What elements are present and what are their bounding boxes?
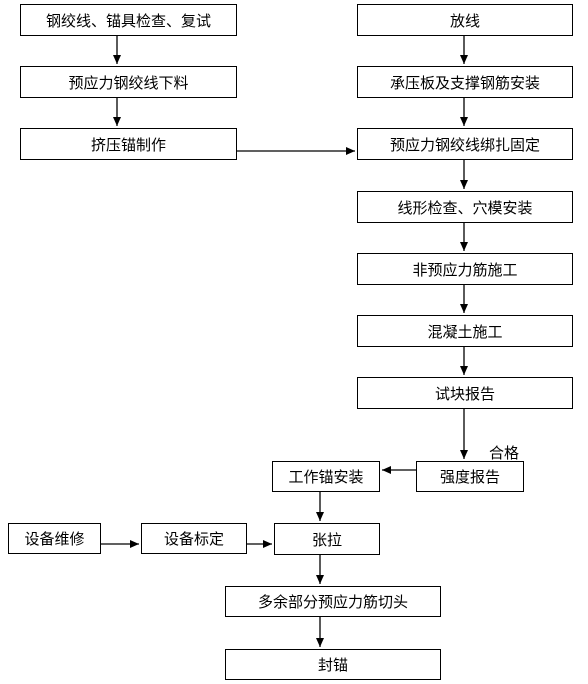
node-strand-cut: 预应力钢绞线下料 (20, 66, 237, 98)
node-cut-excess: 多余部分预应力筋切头 (225, 586, 441, 617)
node-concrete: 混凝土施工 (357, 315, 573, 347)
node-test-block: 试块报告 (357, 377, 573, 409)
node-work-anchor: 工作锚安装 (272, 461, 380, 492)
node-strand-inspect: 钢绞线、锚具检查、复试 (20, 4, 237, 36)
node-equip-calib: 设备标定 (141, 523, 247, 554)
node-nonprestressed: 非预应力筋施工 (357, 253, 573, 285)
node-tension: 张拉 (274, 523, 380, 555)
node-equip-repair: 设备维修 (8, 523, 101, 554)
label-qualified: 合格 (489, 444, 520, 462)
node-strand-bind: 预应力钢绞线绑扎固定 (357, 128, 573, 160)
node-strength-report: 强度报告 (416, 461, 524, 492)
node-setout: 放线 (357, 4, 573, 36)
node-seal-anchor: 封锚 (225, 649, 441, 680)
node-extrude-anchor: 挤压锚制作 (20, 128, 237, 160)
node-bearing-plate: 承压板及支撑钢筋安装 (357, 66, 573, 98)
node-profile-check: 线形检查、穴模安装 (357, 191, 573, 223)
